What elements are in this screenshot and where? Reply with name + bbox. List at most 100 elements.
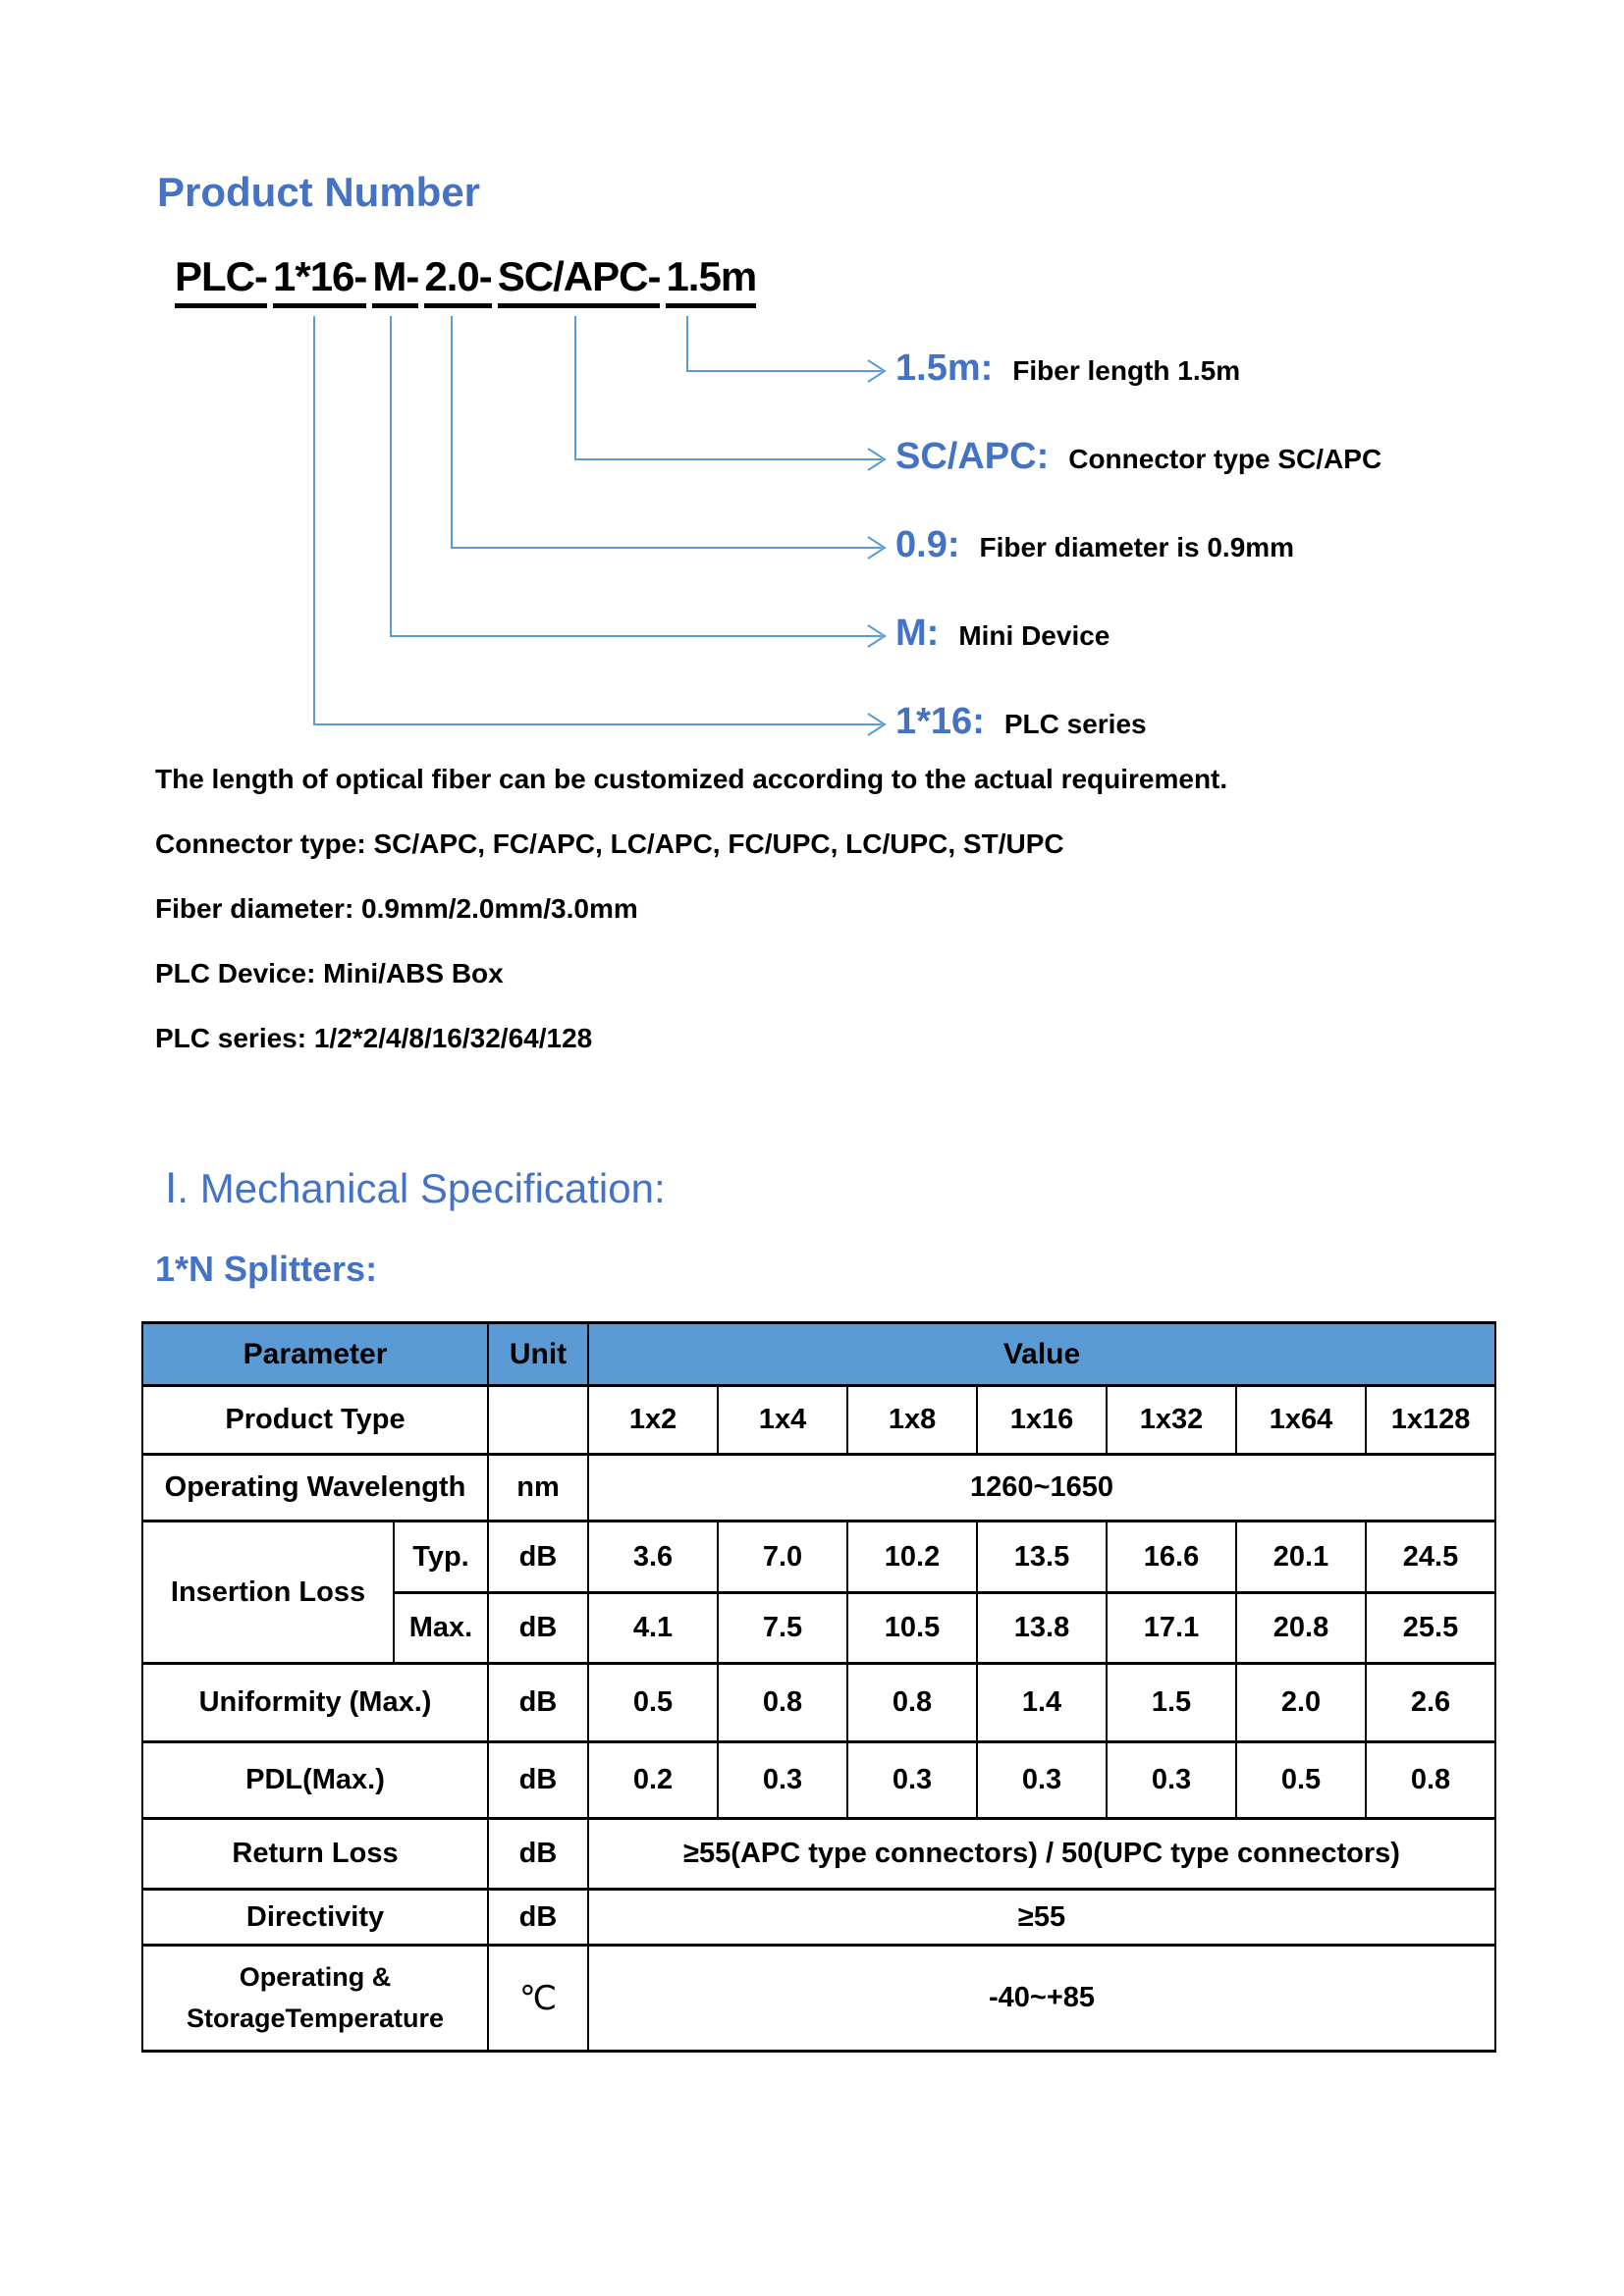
cell-pdl-4: 0.3: [1106, 1740, 1238, 1820]
cell-product-type-5: 1x64: [1235, 1384, 1368, 1456]
cell-insertion-loss-typ-label: Typ.: [392, 1520, 490, 1594]
breakdown-key: 0.9:: [895, 524, 960, 565]
cell-temperature-value: -40~+85: [587, 1944, 1497, 2053]
cell-uniformity-6: 2.6: [1365, 1662, 1497, 1743]
cell-product-type-2: 1x8: [846, 1384, 979, 1456]
code-breakdown-diagram: [313, 316, 887, 736]
breakdown-row-1x16: 1*16: PLC series: [895, 701, 1147, 743]
cell-directivity-value: ≥55: [587, 1888, 1497, 1947]
breakdown-key: 1*16:: [895, 701, 985, 742]
cell-il-typ-2: 10.2: [846, 1520, 979, 1594]
header-unit: Unit: [487, 1321, 590, 1387]
breakdown-desc: Fiber length 1.5m: [1012, 355, 1241, 386]
cell-uniformity-unit: dB: [487, 1662, 590, 1743]
cell-uniformity-3: 1.4: [976, 1662, 1109, 1743]
cell-insertion-loss-max-label: Max.: [392, 1591, 490, 1665]
cell-uniformity-2: 0.8: [846, 1662, 979, 1743]
cell-il-max-0: 4.1: [587, 1591, 720, 1665]
arrow-right-icon: [867, 536, 887, 560]
cell-return-loss-value: ≥55(APC type connectors) / 50(UPC type c…: [587, 1817, 1497, 1891]
breakdown-desc: Fiber diameter is 0.9mm: [979, 532, 1295, 562]
cell-insertion-loss-label: Insertion Loss: [141, 1520, 395, 1665]
product-code-segment: 1.5m: [666, 253, 757, 308]
cell-product-type-6: 1x128: [1365, 1384, 1497, 1456]
cell-uniformity-1: 0.8: [717, 1662, 849, 1743]
table-row-temperature: Operating & StorageTemperature ℃ -40~+85: [140, 1944, 1497, 2053]
cell-temperature-unit: ℃: [487, 1944, 590, 2053]
cell-il-max-4: 17.1: [1106, 1591, 1238, 1665]
breakdown-key: SC/APC:: [895, 436, 1050, 477]
cell-product-type-1: 1x4: [717, 1384, 849, 1456]
subsection-title-1xn-splitters: 1*N Splitters:: [155, 1249, 378, 1289]
table-row-insertion-loss-typ: Insertion Loss Typ. dB 3.6 7.0 10.2 13.5…: [141, 1520, 1497, 1665]
cell-pdl-2: 0.3: [846, 1740, 979, 1820]
cell-il-max-1: 7.5: [717, 1591, 849, 1665]
cell-pdl-6: 0.8: [1365, 1740, 1497, 1820]
cell-insertion-loss-max-unit: dB: [487, 1591, 590, 1665]
connector-line-m: [390, 316, 882, 637]
table-row-insertion-loss-max: Max. dB 4.1 7.5 10.5 13.8 17.1 20.8 25.5: [142, 1591, 1497, 1665]
breakdown-row-m: M: Mini Device: [895, 613, 1110, 655]
breakdown-desc: PLC series: [1003, 709, 1147, 739]
cell-product-type-4: 1x32: [1106, 1384, 1238, 1456]
header-value: Value: [587, 1321, 1497, 1387]
cell-il-max-2: 10.5: [846, 1591, 979, 1665]
cell-pdl-label: PDL(Max.): [140, 1740, 490, 1820]
cell-il-typ-0: 3.6: [587, 1520, 720, 1594]
arrow-right-icon: [867, 713, 887, 736]
cell-il-max-3: 13.8: [976, 1591, 1109, 1665]
breakdown-row-0.9: 0.9: Fiber diameter is 0.9mm: [895, 524, 1294, 566]
note-connector-type: Connector type: SC/APC, FC/APC, LC/APC, …: [155, 828, 1064, 859]
page-title: Product Number: [157, 169, 481, 215]
connector-line-0.9: [451, 316, 882, 549]
cell-uniformity-label: Uniformity (Max.): [140, 1662, 490, 1743]
connector-line-1x16: [313, 316, 882, 725]
cell-uniformity-0: 0.5: [587, 1662, 720, 1743]
table-header-row: Parameter Unit Value: [140, 1321, 1497, 1387]
cell-wavelength-label: Operating Wavelength: [140, 1453, 490, 1522]
cell-pdl-0: 0.2: [587, 1740, 720, 1820]
arrow-right-icon: [867, 624, 887, 648]
cell-il-typ-3: 13.5: [976, 1520, 1109, 1594]
product-code-segment: M-: [372, 253, 419, 308]
table-row-return-loss: Return Loss dB ≥55(APC type connectors) …: [140, 1817, 1497, 1891]
cell-wavelength-value: 1260~1650: [587, 1453, 1497, 1522]
breakdown-row-1.5m: 1.5m: Fiber length 1.5m: [895, 347, 1240, 390]
mechanical-spec-table: Parameter Unit Value Product Type 1x2 1x…: [140, 1321, 1497, 2053]
product-code: PLC-1*16-M-2.0-SC/APC-1.5m: [175, 253, 762, 308]
temperature-label-line2: StorageTemperature: [186, 2002, 445, 2033]
table-row-uniformity: Uniformity (Max.) dB 0.5 0.8 0.8 1.4 1.5…: [140, 1662, 1497, 1743]
cell-il-typ-5: 20.1: [1235, 1520, 1368, 1594]
connector-line-1.5m: [686, 316, 882, 372]
cell-product-type-3: 1x16: [976, 1384, 1109, 1456]
product-code-segment: 1*16-: [273, 253, 367, 308]
breakdown-key: 1.5m:: [895, 347, 994, 389]
cell-return-loss-label: Return Loss: [140, 1817, 490, 1891]
cell-pdl-3: 0.3: [976, 1740, 1109, 1820]
cell-il-typ-1: 7.0: [717, 1520, 849, 1594]
cell-insertion-loss-typ-unit: dB: [487, 1520, 590, 1594]
cell-il-typ-4: 16.6: [1106, 1520, 1238, 1594]
cell-product-type-label: Product Type: [140, 1384, 490, 1456]
cell-pdl-1: 0.3: [717, 1740, 849, 1820]
breakdown-desc: Mini Device: [958, 620, 1110, 651]
breakdown-row-scapc: SC/APC: Connector type SC/APC: [895, 436, 1381, 478]
cell-pdl-unit: dB: [487, 1740, 590, 1820]
connector-line-scapc: [574, 316, 882, 460]
section-title-mechanical-specification: Ⅰ. Mechanical Specification:: [165, 1165, 666, 1211]
breakdown-key: M:: [895, 613, 940, 654]
note-plc-device: PLC Device: Mini/ABS Box: [155, 958, 504, 988]
header-parameter: Parameter: [140, 1321, 490, 1387]
cell-directivity-unit: dB: [487, 1888, 590, 1947]
breakdown-desc: Connector type SC/APC: [1068, 444, 1382, 474]
product-code-segment: PLC-: [175, 253, 268, 308]
cell-pdl-5: 0.5: [1235, 1740, 1368, 1820]
cell-return-loss-unit: dB: [487, 1817, 590, 1891]
temperature-label-line1: Operating &: [239, 1961, 392, 1992]
table-row-directivity: Directivity dB ≥55: [140, 1888, 1497, 1947]
cell-il-max-6: 25.5: [1365, 1591, 1497, 1665]
note-fiber-diameter: Fiber diameter: 0.9mm/2.0mm/3.0mm: [155, 893, 638, 924]
note-plc-series: PLC series: 1/2*2/4/8/16/32/64/128: [155, 1023, 593, 1053]
cell-il-typ-6: 24.5: [1365, 1520, 1497, 1594]
cell-product-type-unit: [487, 1384, 590, 1456]
